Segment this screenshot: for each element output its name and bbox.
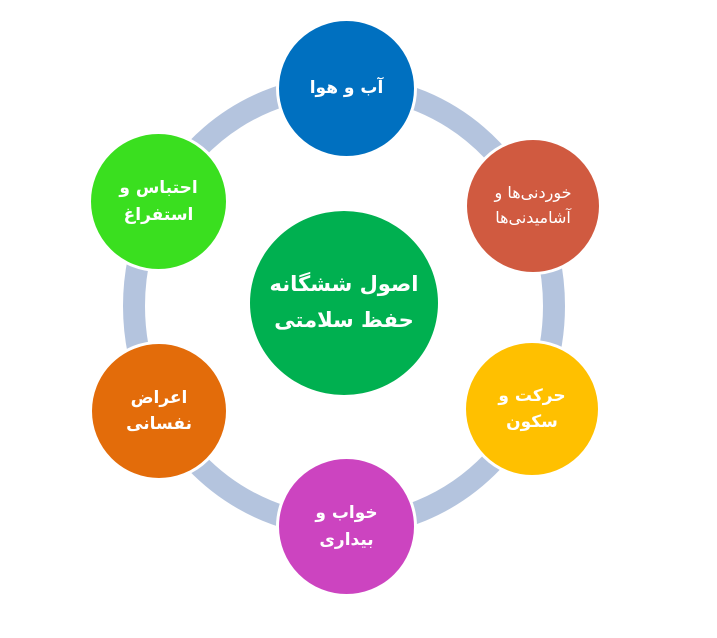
node-emotions: اعراض نفسانی	[89, 341, 229, 481]
node-air: آب و هوا	[276, 18, 417, 159]
node-food-label: خوردنی‌ها و آشامیدنی‌ها	[494, 183, 572, 227]
node-sleep-label: خواب و بیداری	[315, 503, 378, 550]
node-food: خوردنی‌ها و آشامیدنی‌ها	[464, 137, 602, 275]
node-sleep: خواب و بیداری	[276, 456, 417, 597]
node-movement: حرکت و سکون	[463, 340, 601, 478]
center-node: اصول ششگانه حفظ سلامتی	[247, 208, 441, 398]
node-retention: احتباس و استفراغ	[88, 131, 229, 272]
node-movement-label: حرکت و سکون	[498, 385, 566, 432]
node-air-label: آب و هوا	[309, 78, 384, 99]
node-retention-label: احتباس و استفراغ	[119, 178, 198, 225]
node-emotions-label: اعراض نفسانی	[126, 387, 192, 434]
center-label: اصول ششگانه حفظ سلامتی	[269, 272, 419, 332]
